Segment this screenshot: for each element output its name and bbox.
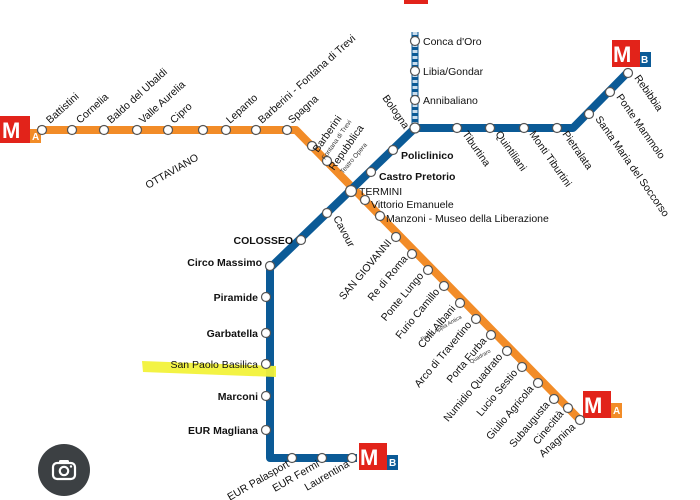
stop-marconi[interactable]	[260, 390, 272, 402]
label-marconi: Marconi	[218, 391, 258, 403]
svg-text:A: A	[32, 132, 39, 143]
stop-anagnina[interactable]	[574, 414, 586, 426]
stop-annibaliano[interactable]	[409, 94, 421, 106]
stop-arco-di-travertino[interactable]	[470, 313, 482, 325]
label-conca-doro: Conca d'Oro	[423, 36, 482, 48]
stop-spagna[interactable]	[281, 124, 293, 136]
label-san-paolo-basilica: San Paolo Basilica	[170, 359, 258, 371]
label-manzoni: Manzoni - Museo della Liberazione	[386, 213, 549, 225]
stop-eur-palasport[interactable]	[286, 452, 298, 464]
svg-text:M: M	[2, 118, 20, 143]
label-pietralata: Pietralata	[560, 129, 595, 172]
stop-colli-albani[interactable]	[454, 297, 466, 309]
metro-logo-line-b-north: M B	[612, 40, 651, 67]
label-tiburtina: Tiburtina	[460, 129, 493, 169]
stop-laurentina[interactable]	[346, 452, 358, 464]
label-castro-pretorio: Castro Pretorio	[379, 171, 455, 183]
stop-battistini[interactable]	[36, 124, 48, 136]
stop-piramide[interactable]	[260, 291, 272, 303]
label-circo-massimo: Circo Massimo	[187, 257, 262, 269]
label-santa-maria-del-soccorso: Santa Maria del Soccorso	[593, 114, 672, 219]
stop-ponte-lungo[interactable]	[422, 264, 434, 276]
label-rebibbia: Rebibbia	[632, 73, 666, 114]
svg-text:M: M	[360, 445, 378, 470]
svg-text:B: B	[389, 458, 396, 469]
stop-bologna[interactable]	[409, 122, 421, 134]
label-libia-gondar: Libia/Gondar	[423, 66, 484, 78]
label-cavour: Cavour	[330, 214, 357, 250]
lens-camera-icon[interactable]	[38, 444, 90, 496]
stop-baldo-del-ubaldi[interactable]	[98, 124, 110, 136]
label-eur-magliana: EUR Magliana	[188, 425, 258, 437]
b1-top-marker	[404, 0, 428, 4]
stop-ponte-mammolo[interactable]	[604, 86, 616, 98]
svg-text:M: M	[584, 393, 602, 418]
stop-repubblica[interactable]	[321, 155, 333, 167]
svg-text:B: B	[641, 55, 648, 66]
stop-valle-aurelia[interactable]	[131, 124, 143, 136]
line-a-stops	[36, 124, 586, 426]
stop-monti-tiburtini[interactable]	[518, 122, 530, 134]
stop-manzoni[interactable]	[374, 210, 386, 222]
svg-text:M: M	[613, 42, 631, 67]
label-termini: TERMINI	[359, 186, 402, 198]
label-quintiliani: Quintiliani	[493, 129, 529, 174]
camera-glyph-icon	[51, 460, 77, 481]
stop-conca-doro[interactable]	[409, 35, 421, 47]
label-lepanto: Lepanto	[224, 92, 260, 126]
stop-pietralata[interactable]	[551, 122, 563, 134]
label-colosseo: COLOSSEO	[233, 235, 293, 247]
stop-barberini-fontana[interactable]	[250, 124, 262, 136]
stop-giulio-agricola[interactable]	[532, 377, 544, 389]
label-battistini: Battistini	[44, 91, 82, 126]
stop-tiburtina[interactable]	[451, 122, 463, 134]
stop-lepanto[interactable]	[220, 124, 232, 136]
stop-cinecitta[interactable]	[562, 402, 574, 414]
stop-cavour[interactable]	[321, 207, 333, 219]
stop-eur-fermi[interactable]	[316, 452, 328, 464]
stop-quintiliani[interactable]	[484, 122, 496, 134]
stop-castro-pretorio[interactable]	[365, 166, 377, 178]
stop-circo-massimo[interactable]	[264, 260, 276, 272]
line-b-track	[266, 69, 631, 462]
metro-logo-line-b-south: M B	[359, 443, 398, 470]
label-cornelia: Cornelia	[74, 91, 111, 126]
stop-barberini[interactable]	[306, 140, 318, 152]
label-vittorio-emanuele: Vittorio Emanuele	[371, 199, 454, 211]
stop-subaugusta[interactable]	[548, 393, 560, 405]
stop-porta-furba[interactable]	[485, 329, 497, 341]
stop-policlinico[interactable]	[387, 144, 399, 156]
stop-re-di-roma[interactable]	[406, 248, 418, 260]
label-cipro: Cipro	[168, 100, 195, 126]
stop-cornelia[interactable]	[66, 124, 78, 136]
stop-santa-maria-del-soccorso[interactable]	[583, 108, 595, 120]
line-a-track	[38, 126, 581, 421]
label-bologna: Bologna	[380, 93, 412, 132]
label-garbatella: Garbatella	[207, 328, 259, 340]
stop-san-giovanni[interactable]	[390, 231, 402, 243]
stop-eur-magliana[interactable]	[260, 424, 272, 436]
label-ottaviano: OTTAVIANO	[144, 152, 201, 192]
line-b-stops	[260, 35, 634, 464]
label-policlinico: Policlinico	[401, 150, 454, 162]
stop-rebibbia[interactable]	[622, 67, 634, 79]
stop-furio-camillo[interactable]	[438, 280, 450, 292]
stop-cipro[interactable]	[162, 124, 174, 136]
stop-garbatella[interactable]	[260, 327, 272, 339]
stop-lucio-sestio[interactable]	[516, 361, 528, 373]
stop-termini[interactable]	[344, 184, 358, 198]
stop-colosseo[interactable]	[295, 234, 307, 246]
label-piramide: Piramide	[214, 292, 259, 304]
svg-text:A: A	[613, 406, 620, 417]
metro-logo-line-a-south: M A	[583, 391, 622, 418]
label-annibaliano: Annibaliano	[423, 95, 478, 107]
metro-logo-line-a-west: M A	[0, 116, 41, 143]
stop-ottaviano[interactable]	[197, 124, 209, 136]
stop-libia-gondar[interactable]	[409, 65, 421, 77]
stop-vittorio-emanuele[interactable]	[359, 194, 371, 206]
highlight-mark	[142, 361, 276, 377]
stop-numidio-quadrato[interactable]	[501, 345, 513, 357]
stop-san-paolo-basilica[interactable]	[260, 358, 272, 370]
